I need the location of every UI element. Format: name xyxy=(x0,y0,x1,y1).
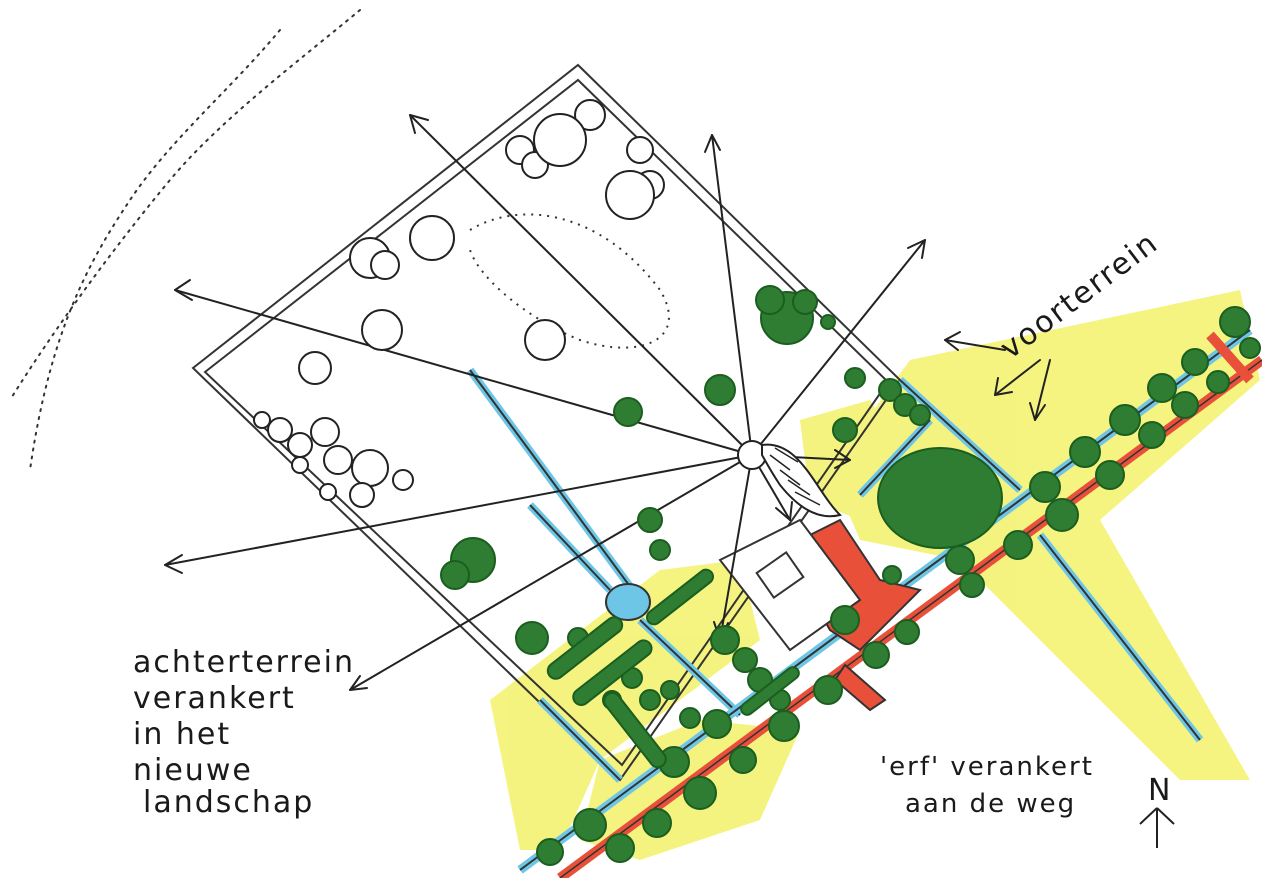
green-trees xyxy=(440,285,1261,866)
north-arrow xyxy=(1139,807,1175,848)
pond xyxy=(605,583,651,621)
view-arrows xyxy=(164,114,1051,691)
erf-line-2: aan de weg xyxy=(905,789,1076,819)
achter-line-2: verankert xyxy=(133,681,296,716)
hedges xyxy=(546,568,800,769)
erf-label: 'erf' verankert aan de weg xyxy=(880,752,1094,819)
achter-line-1: achterterrein xyxy=(133,645,355,680)
outline-trees xyxy=(253,99,665,508)
dotted-path xyxy=(469,213,670,349)
achter-line-3: in het xyxy=(133,717,231,752)
erf-line-1: 'erf' verankert xyxy=(880,752,1094,782)
achter-line-5: landschap xyxy=(143,785,314,820)
dotted-landscape-edge xyxy=(9,9,361,471)
achterterrein-label: achterterrein verankert in het nieuwe la… xyxy=(133,645,355,820)
north-label: N xyxy=(1148,773,1172,808)
buildings xyxy=(718,518,862,652)
central-viewpoint xyxy=(737,440,842,518)
achter-line-4: nieuwe xyxy=(133,753,253,788)
